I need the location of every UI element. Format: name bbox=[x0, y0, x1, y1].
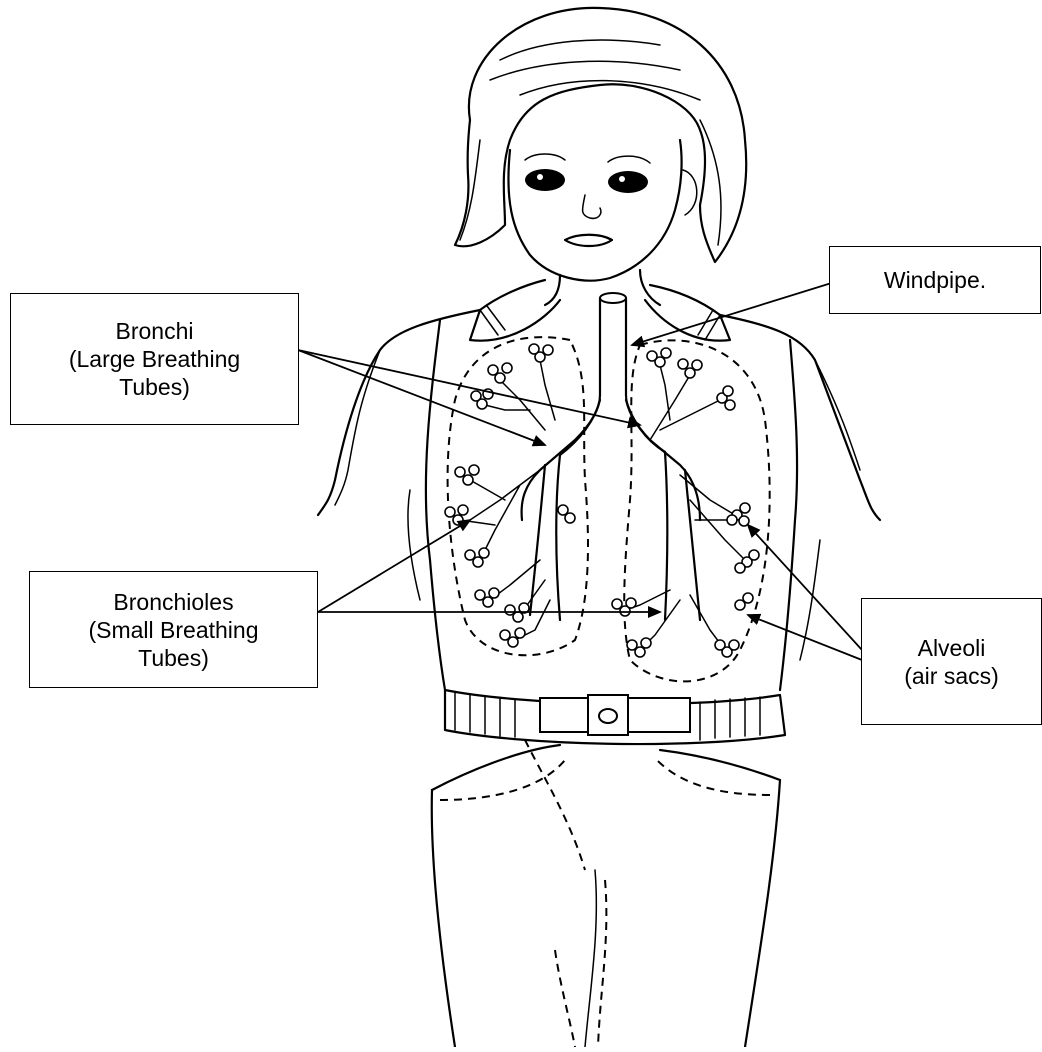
waistband bbox=[445, 690, 785, 744]
bronchi-label-line-2: (Large Breathing bbox=[69, 345, 240, 373]
bronchi-label-box: Bronchi (Large Breathing Tubes) bbox=[10, 293, 299, 425]
arrow-bronchioles-left bbox=[318, 520, 470, 612]
arrow-bronchi-right bbox=[298, 350, 640, 425]
windpipe-label-line-1: Windpipe. bbox=[884, 266, 986, 294]
alveoli-label-box: Alveoli (air sacs) bbox=[861, 598, 1042, 725]
arrow-alveoli-lower bbox=[748, 615, 862, 660]
alveoli-label-line-1: Alveoli bbox=[918, 634, 986, 662]
jeans bbox=[432, 740, 780, 1047]
arrow-windpipe bbox=[632, 281, 838, 345]
bronchioles-label-line-2: (Small Breathing bbox=[88, 616, 258, 644]
bronchi-label-line-3: Tubes) bbox=[119, 373, 190, 401]
annotation-arrows bbox=[298, 281, 862, 660]
alveoli-label-line-2: (air sacs) bbox=[904, 662, 999, 690]
bronchioles-label-line-3: Tubes) bbox=[138, 644, 209, 672]
bronchioles-label-box: Bronchioles (Small Breathing Tubes) bbox=[29, 571, 318, 688]
windpipe-label-box: Windpipe. bbox=[829, 246, 1041, 314]
bronchioles-label-line-1: Bronchioles bbox=[113, 588, 233, 616]
face bbox=[508, 140, 696, 281]
arrow-alveoli-upper bbox=[748, 525, 862, 650]
bronchi-label-line-1: Bronchi bbox=[116, 317, 194, 345]
lungs-outline bbox=[448, 337, 770, 681]
hair bbox=[455, 8, 746, 262]
